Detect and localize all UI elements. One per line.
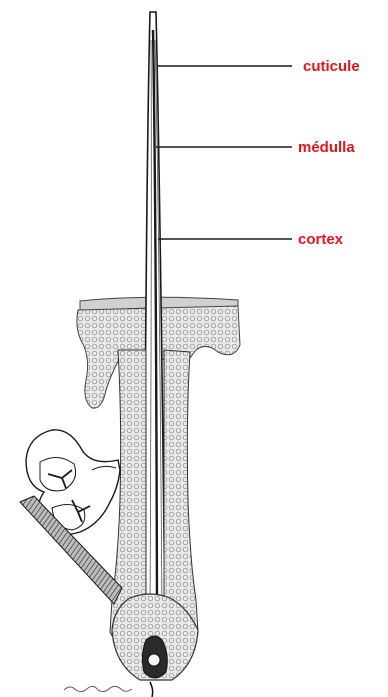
hair-shaft xyxy=(144,12,165,620)
label-cortex: cortex xyxy=(298,231,344,248)
label-cuticule: cuticule xyxy=(303,58,360,75)
artist-signature xyxy=(64,686,132,691)
label-medulla: médulla xyxy=(298,139,355,156)
hair-bulb xyxy=(112,594,198,697)
leader-lines xyxy=(156,66,292,239)
